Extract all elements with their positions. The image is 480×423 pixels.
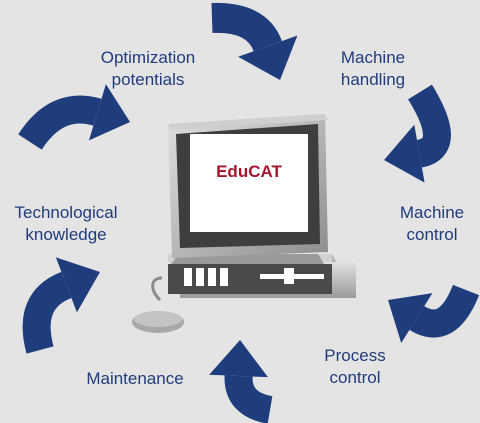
arrow-top-left-icon	[88, 84, 130, 141]
label-line: Maintenance	[86, 369, 184, 388]
label-line: control	[329, 368, 381, 387]
arrow-bottom-body	[224, 375, 274, 423]
arrow-right-lower-icon	[388, 293, 433, 343]
arrow-top-left-body	[18, 95, 102, 150]
cycle-arrows	[18, 2, 480, 423]
arrow-left-lower-icon	[55, 257, 100, 313]
arrow-top-body	[211, 2, 282, 53]
slider-icon	[260, 268, 324, 284]
arrow-bottom-icon	[209, 340, 268, 378]
label-line: handling	[340, 70, 406, 89]
arrow-right-lower-body	[409, 284, 480, 338]
arrow-right-upper-body	[407, 84, 451, 168]
label-line: control	[406, 225, 458, 244]
label-line: potentials	[111, 70, 185, 89]
label-line: Technological	[14, 203, 118, 222]
computer-base	[168, 254, 356, 298]
arrow-right-upper-icon	[384, 124, 425, 183]
label-process-control: Process control	[305, 345, 405, 389]
label-line: Machine	[340, 48, 406, 67]
arrow-top-icon	[238, 35, 298, 80]
screen-brand-text: EduCAT	[216, 162, 282, 181]
label-line: Machine	[399, 203, 465, 222]
label-optimization-potentials: Optimization potentials	[78, 47, 218, 91]
mouse-icon	[132, 276, 184, 333]
label-machine-handling: Machine handling	[318, 47, 428, 91]
label-maintenance: Maintenance	[70, 368, 200, 390]
monitor	[168, 114, 328, 264]
label-line: Optimization	[100, 48, 196, 67]
label-technological-knowledge: Technological knowledge	[0, 202, 132, 246]
label-machine-control: Machine control	[380, 202, 480, 246]
label-line: knowledge	[25, 225, 107, 244]
arrow-left-lower-body	[22, 271, 73, 354]
monitor-screen	[190, 134, 308, 232]
drive-slots-icon	[184, 268, 228, 286]
label-line: Process	[324, 346, 386, 365]
